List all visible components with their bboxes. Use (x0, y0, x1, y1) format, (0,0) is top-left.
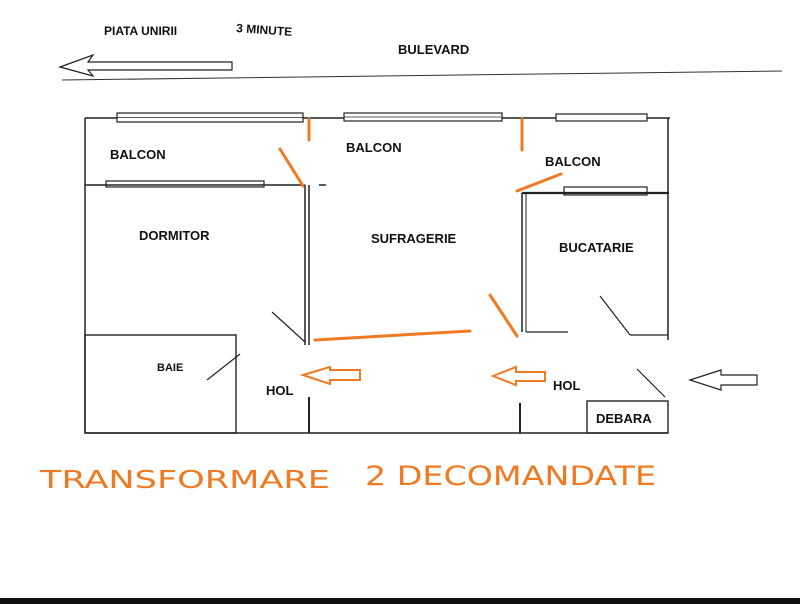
bathroom-door-swing (206, 353, 241, 381)
caption-transformare: TRANSFORMARE (39, 465, 330, 494)
window-frames (105, 112, 648, 196)
room-label-hol-right: HOL (553, 378, 581, 393)
landmark-label: PIATA UNIRII (104, 24, 177, 38)
boulevard-label: BULEVARD (398, 42, 469, 57)
direction-arrow-left-icon (58, 53, 233, 78)
bathroom-outline (84, 334, 237, 434)
room-label-dormitor: DORMITOR (139, 228, 210, 243)
room-label-debara: DEBARA (596, 411, 652, 426)
room-label-balcon-middle: BALCON (346, 140, 402, 155)
door-swings (271, 295, 666, 398)
walk-time-label: 3 MINUTE (236, 21, 293, 39)
room-label-baie: BAIE (157, 362, 183, 374)
storage-outline (586, 400, 669, 434)
new-wall-marks (278, 117, 563, 342)
entry-arrow-left-icon (299, 365, 361, 386)
room-label-balcon-left: BALCON (110, 147, 166, 162)
entrance-arrow-icon (688, 369, 758, 391)
caption-decomandate: 2 DECOMANDATE (365, 461, 656, 492)
room-label-sufragerie: SUFRAGERIE (371, 231, 457, 246)
room-label-bucatarie: BUCATARIE (559, 240, 634, 255)
bottom-edge-bar (0, 598, 800, 604)
boulevard-line (61, 70, 783, 81)
entry-arrow-right-icon (490, 365, 546, 387)
interior-walls (85, 184, 669, 433)
room-label-hol-left: HOL (266, 383, 294, 398)
room-label-balcon-right: BALCON (545, 154, 601, 169)
